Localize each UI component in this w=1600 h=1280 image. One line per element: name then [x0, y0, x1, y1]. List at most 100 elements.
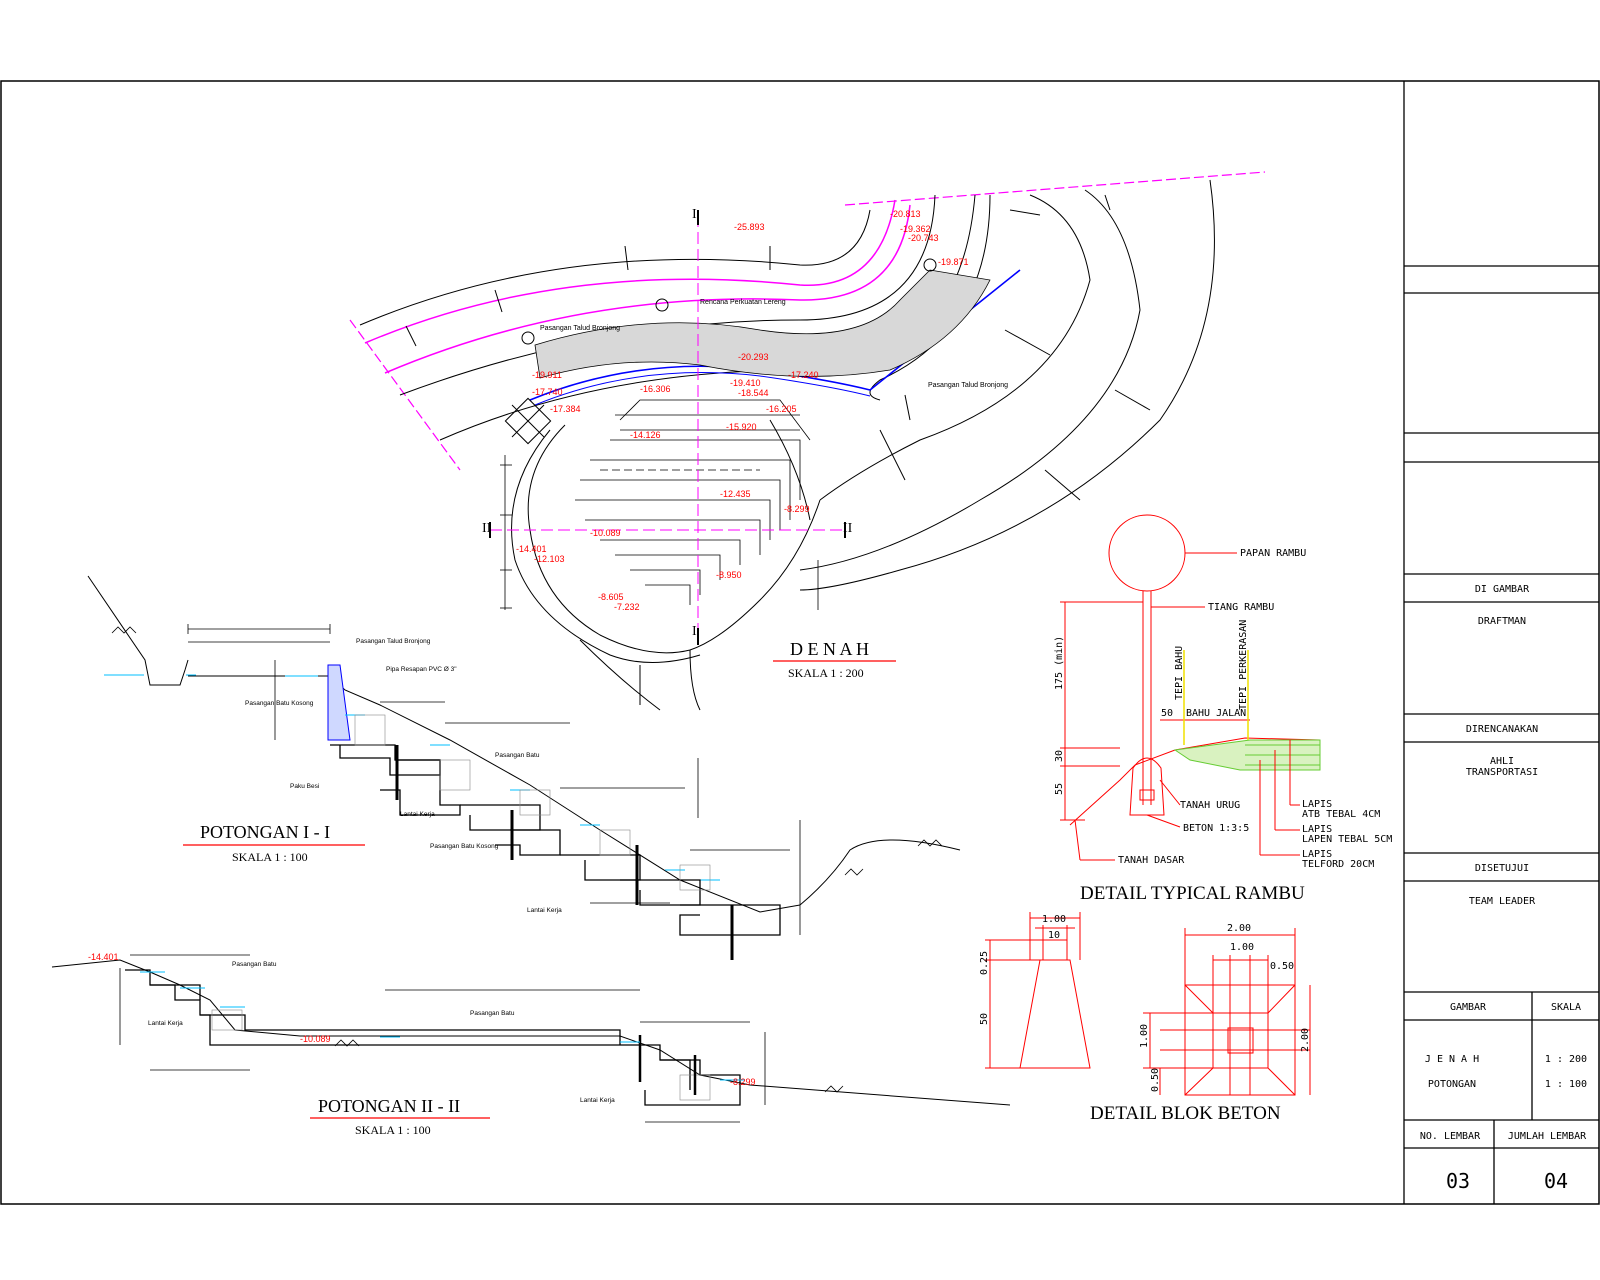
stone-fill: [354, 714, 711, 891]
leader-line: [1074, 819, 1081, 861]
blok-dimension: 1.00: [1230, 942, 1254, 953]
rambu-label: 50: [1161, 708, 1173, 719]
section-note: Pasangan Batu: [495, 752, 540, 759]
slope-contour: [689, 649, 701, 711]
elevation-label: -7.232: [614, 602, 640, 612]
elevation-label: -19.911: [532, 370, 562, 380]
talud-wall: [327, 664, 351, 741]
rambu-label: LAPIS: [1302, 824, 1332, 835]
detail-blok-labels: 1.00 10 0.25 50 2.00 1.00 0.50 1.00 0.50…: [979, 914, 1311, 1092]
blok-top: [1042, 939, 1068, 961]
digambar-value: DRAFTMAN: [1478, 616, 1526, 627]
potongan-1-title: POTONGAN I - I SKALA 1 : 100: [183, 822, 365, 864]
section-title: POTONGAN II - II: [318, 1096, 460, 1116]
denah-title: D E N A H: [790, 639, 869, 659]
detail-blok-title: DETAIL BLOK BETON: [1090, 1103, 1281, 1124]
section-mark: I: [692, 207, 697, 222]
grid-line: [349, 319, 461, 471]
section-note: Pasangan Batu Kosong: [245, 700, 314, 707]
disetujui-label: DISETUJUI: [1475, 863, 1529, 874]
dimension-lines: [119, 954, 766, 1123]
leader-line: [1146, 814, 1181, 828]
gambar-label: GAMBAR: [1450, 1002, 1487, 1013]
water-level-marks: [104, 674, 720, 881]
elevation-label: -10.089: [590, 528, 621, 538]
elevation-label: -20.813: [890, 209, 921, 219]
no-lembar-value: 03: [1446, 1169, 1470, 1193]
elevation-label: -17.384: [550, 404, 581, 414]
road-ticks: [405, 194, 1151, 501]
gambar-item: POTONGAN: [1428, 1079, 1476, 1090]
denah-labels: I I II II -25.893 -20.813 -19.362 -20.74…: [482, 207, 1008, 680]
elevation-label: -17.240: [788, 370, 819, 380]
rambu-label: 55: [1054, 783, 1065, 795]
anchor-bars: [395, 745, 734, 960]
rambu-label: TELFORD 20CM: [1302, 859, 1374, 870]
elevation-label: -12.435: [720, 489, 751, 499]
elevation-label: -14.401: [516, 544, 547, 554]
blok-dimension: 0.50: [1270, 961, 1294, 972]
blok-plan-outer: [1184, 984, 1296, 1096]
elevation-label: -19.871: [938, 257, 969, 267]
section-mark: I: [692, 624, 697, 639]
elevation-label: -20.293: [738, 352, 769, 362]
ground-line: [799, 839, 961, 906]
road-line: [359, 209, 871, 326]
ground-line: [87, 575, 189, 686]
jumlah-lembar-value: 04: [1544, 1169, 1568, 1193]
direncanakan-value: AHLI: [1490, 756, 1514, 767]
plan-note: Rencana Perkuatan Lereng: [700, 299, 786, 306]
elevation-label: -16.205: [766, 404, 797, 414]
elevation-label: -8.950: [716, 570, 742, 580]
section-note: Lantai Kerja: [527, 907, 562, 914]
section-note: Pasangan Talud Bronjong: [356, 638, 431, 645]
section-note: Paku Besi: [290, 783, 319, 790]
elevation-label: -8.299: [784, 504, 810, 514]
anchor-bars: [638, 1035, 697, 1095]
detail-blok-beton: [985, 912, 1311, 1096]
elevation-label: -8.299: [730, 1077, 756, 1087]
skala-item: 1 : 100: [1545, 1079, 1587, 1090]
skala-item: 1 : 200: [1545, 1054, 1587, 1065]
direncanakan-label: DIRENCANAKAN: [1466, 724, 1538, 735]
rambu-label: ATB TEBAL 4CM: [1302, 809, 1380, 820]
slope-contour: [527, 424, 821, 654]
north-symbol: [504, 397, 552, 445]
potongan-2-section: [51, 954, 1011, 1123]
blok-elevation: [1019, 959, 1091, 1069]
paving-band: [534, 269, 991, 379]
elevation-label: -18.544: [738, 388, 769, 398]
rambu-label: TEPI BAHU: [1174, 646, 1185, 700]
jumlah-lembar-label: JUMLAH LEMBAR: [1508, 1131, 1587, 1142]
elevation-label: -14.126: [630, 430, 661, 440]
elevation-label: -17.740: [532, 387, 563, 397]
rambu-label: 175 (min): [1054, 636, 1065, 690]
rambu-label: LAPIS: [1302, 799, 1332, 810]
potongan-2-labels: -14.401 -10.089 -8.299 Pasangan Batu Pas…: [88, 952, 756, 1137]
title-block: [1403, 81, 1599, 1204]
blok-dimension: 2.00: [1300, 1028, 1311, 1052]
dimension-lines: [187, 624, 801, 935]
section-scale: SKALA 1 : 100: [232, 850, 308, 864]
stone-fill: [211, 1009, 711, 1101]
road-line: [869, 194, 991, 401]
disetujui-value: TEAM LEADER: [1469, 896, 1536, 907]
section-mark: II: [843, 521, 853, 536]
detail-rambu-title: DETAIL TYPICAL RAMBU: [1080, 883, 1305, 904]
soil-hatch: [111, 626, 943, 876]
pole-foundation: [1129, 757, 1165, 816]
elevation-label: -12.103: [534, 554, 565, 564]
elevation-label: -19.362: [900, 224, 931, 234]
rambu-label: LAPEN TEBAL 5CM: [1302, 834, 1392, 845]
elevation-label: -14.401: [88, 952, 119, 962]
rambu-label: TEPI PERKERASAN: [1238, 620, 1249, 710]
rambu-label: TANAH DASAR: [1118, 855, 1185, 866]
blok-dimension: 50: [979, 1013, 990, 1025]
embankment: [1069, 737, 1321, 826]
slope-contour: [579, 639, 661, 711]
rambu-label: TIANG RAMBU: [1208, 602, 1274, 613]
blok-plan-core: [1227, 1027, 1254, 1054]
rambu-label: PAPAN RAMBU: [1240, 548, 1306, 559]
title-block-text: DI GAMBAR DRAFTMAN DIRENCANAKAN AHLI TRA…: [1420, 584, 1587, 1193]
